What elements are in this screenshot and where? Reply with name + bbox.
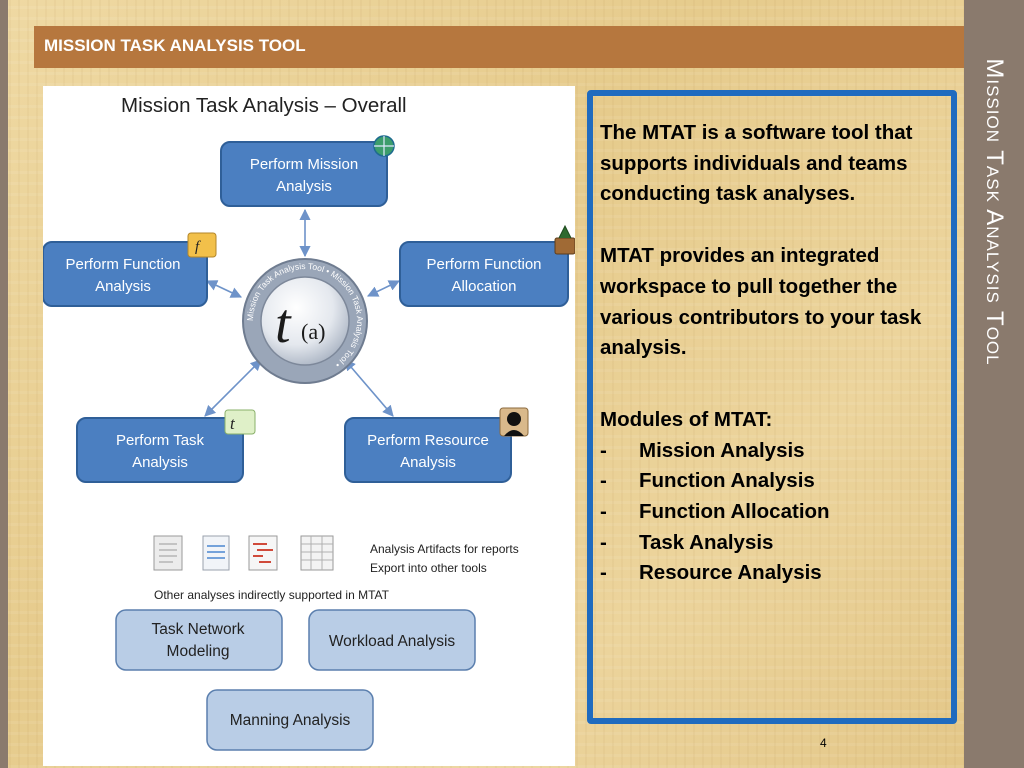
node-manning-analysis: Manning Analysis	[206, 689, 374, 751]
node-workload-analysis: Workload Analysis	[308, 609, 476, 671]
header-bar: MISSION TASK ANALYSIS TOOL	[34, 26, 964, 68]
node-function-analysis: Perform Function Analysis	[43, 241, 208, 307]
node-label-line1: Task Network	[151, 621, 244, 638]
node-resource-analysis: Perform Resource Analysis	[344, 417, 512, 483]
function-icon: f	[187, 232, 217, 258]
node-label-line2: Analysis	[276, 178, 332, 195]
node-function-allocation: Perform Function Allocation	[399, 241, 569, 307]
node-label-line2: Analysis	[132, 454, 188, 471]
mtat-logo: Mission Task Analysis Tool • Mission Tas…	[242, 258, 368, 384]
module-item: - Task Analysis	[600, 528, 950, 559]
right-side-bar	[964, 0, 1024, 768]
logo-subscript: (a)	[301, 319, 325, 344]
task-icon-label: t	[230, 414, 236, 433]
node-label-line1: Perform Task	[116, 432, 205, 449]
task-icon: t	[224, 409, 256, 435]
document-icon	[153, 535, 183, 571]
node-label-line1: Perform Function	[426, 256, 541, 273]
spreadsheet-icon	[300, 535, 334, 571]
workspace-text: MTAT provides an integrated workspace to…	[600, 244, 922, 360]
side-title: Mission Task Analysis Tool	[964, 0, 1024, 768]
function-icon-label: f	[195, 239, 201, 255]
module-item: - Resource Analysis	[600, 558, 950, 589]
artifacts-line1: Analysis Artifacts for reports	[370, 542, 519, 556]
side-title-text: Mission Task Analysis Tool	[981, 58, 1008, 366]
node-label-line2: Analysis	[400, 454, 456, 471]
left-edge-bar	[0, 0, 8, 768]
bullet-dash: -	[600, 561, 607, 585]
report-icon	[202, 535, 230, 571]
person-icon	[499, 407, 529, 437]
module-label: Function Allocation	[639, 500, 830, 524]
globe-icon	[373, 135, 395, 157]
module-item: - Mission Analysis	[600, 436, 950, 467]
artifacts-line2: Export into other tools	[370, 561, 487, 575]
bullet-dash: -	[600, 530, 607, 554]
node-task-analysis: Perform Task Analysis	[76, 417, 244, 483]
module-label: Resource Analysis	[639, 561, 822, 585]
node-label: Manning Analysis	[230, 712, 351, 729]
node-label-line1: Perform Resource	[367, 432, 489, 449]
intro-text: The MTAT is a software tool that support…	[600, 121, 913, 206]
module-label: Function Analysis	[639, 469, 815, 493]
module-item: - Function Analysis	[600, 466, 950, 497]
node-mission-analysis: Perform Mission Analysis	[220, 141, 388, 207]
allocation-icon	[554, 224, 575, 255]
bullet-dash: -	[600, 469, 607, 493]
other-analyses-caption: Other analyses indirectly supported in M…	[154, 588, 390, 602]
module-label: Task Analysis	[639, 530, 774, 554]
connector-task	[204, 359, 262, 417]
node-label-line1: Perform Function	[65, 256, 180, 273]
connector-function-analysis	[205, 280, 243, 298]
gantt-icon	[248, 535, 278, 571]
description-panel: The MTAT is a software tool that support…	[587, 90, 957, 724]
module-label: Mission Analysis	[639, 438, 805, 462]
page-number: 4	[820, 736, 827, 750]
mtat-diagram: Mission Task Analysis – Overall Mission …	[43, 94, 575, 751]
node-label-line1: Perform Mission	[250, 156, 358, 173]
connector-function-allocation	[366, 280, 401, 297]
logo-letter: t	[275, 293, 292, 355]
node-label-line2: Allocation	[451, 278, 516, 295]
header-title: MISSION TASK ANALYSIS TOOL	[44, 36, 306, 55]
bullet-dash: -	[600, 438, 607, 462]
node-label-line2: Modeling	[167, 643, 230, 660]
module-item: - Function Allocation	[600, 497, 950, 528]
modules-heading: Modules of MTAT:	[600, 407, 773, 431]
bullet-dash: -	[600, 500, 607, 524]
node-task-network-modeling: Task Network Modeling	[115, 609, 283, 671]
node-label-line2: Analysis	[95, 278, 151, 295]
diagram-title: Mission Task Analysis – Overall	[121, 94, 407, 117]
diagram-panel: Mission Task Analysis – Overall Mission …	[43, 86, 575, 766]
node-label: Workload Analysis	[329, 633, 456, 650]
connector-resource	[344, 359, 394, 417]
